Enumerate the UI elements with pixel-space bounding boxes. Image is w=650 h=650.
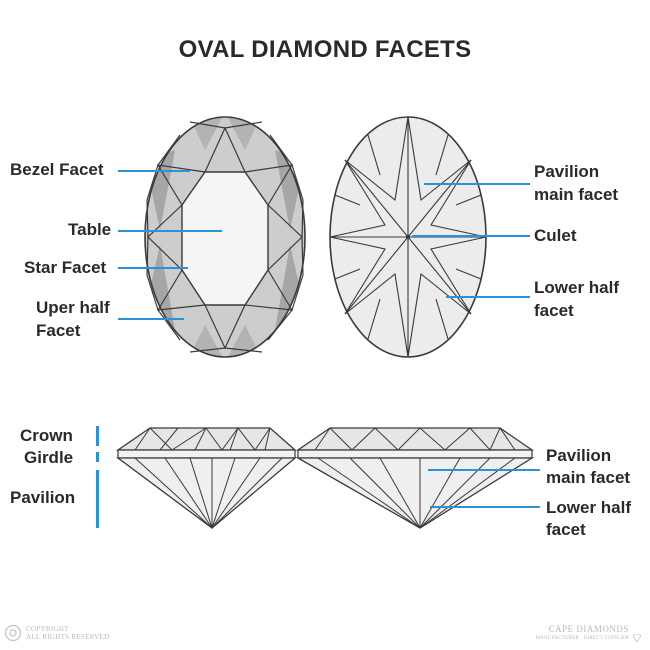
leader-culet — [412, 235, 530, 237]
label-pavilion-main-facet-line2: main facet — [534, 185, 619, 204]
leader-bezel-facet — [118, 170, 190, 172]
label-upper-half-facet-line1: Uper half — [36, 298, 110, 317]
label-culet: Culet — [534, 226, 577, 245]
leader-upper-half-facet — [118, 318, 184, 320]
brand-watermark: CAPE DIAMONDS MANUFACTURER · DIRECT SUPP… — [536, 624, 642, 642]
brand-name: CAPE DIAMONDS — [548, 624, 629, 634]
label-side-lower-half-facet-line1: Lower half — [546, 498, 632, 517]
copyright-line2: ALL RIGHTS RESERVED — [26, 633, 110, 641]
label-side-lower-half-facet-line2: facet — [546, 520, 586, 539]
label-pavilion: Pavilion — [10, 488, 76, 507]
diamond-logo-icon — [632, 634, 642, 642]
leader-lower-half-facet — [446, 296, 530, 298]
label-side-pavilion-main-facet-line2: main facet — [546, 468, 631, 487]
label-star-facet: Star Facet — [24, 258, 107, 277]
leader-side-pavilion-main-facet — [428, 469, 540, 471]
pavilion-bracket — [96, 470, 99, 528]
label-crown: Crown — [20, 426, 73, 445]
label-lower-half-facet-line2: facet — [534, 301, 574, 320]
label-girdle: Girdle — [24, 448, 74, 467]
leader-pavilion-main-facet — [424, 183, 530, 185]
label-lower-half-facet-line1: Lower half — [534, 278, 620, 297]
leader-star-facet — [118, 267, 188, 269]
label-upper-half-facet-line2: Facet — [36, 321, 81, 340]
copyright-seal-icon — [4, 624, 22, 642]
culet-point — [405, 234, 411, 240]
copyright-line1: COPYRIGHT — [26, 625, 69, 633]
diagram-title: OVAL DIAMOND FACETS — [178, 36, 472, 63]
label-side-pavilion-main-facet-line1: Pavilion — [546, 446, 612, 465]
brand-tagline: MANUFACTURER · DIRECT SUPPLIER — [535, 635, 629, 641]
leader-table — [118, 230, 222, 232]
girdle-bracket — [96, 452, 99, 462]
leader-side-lower-half-facet — [430, 506, 540, 508]
copyright-watermark: COPYRIGHT ALL RIGHTS RESERVED — [4, 624, 109, 642]
crown-bracket — [96, 426, 99, 446]
label-pavilion-main-facet-line1: Pavilion — [534, 162, 600, 181]
label-table: Table — [68, 220, 112, 239]
label-bezel-facet: Bezel Facet — [10, 160, 104, 179]
